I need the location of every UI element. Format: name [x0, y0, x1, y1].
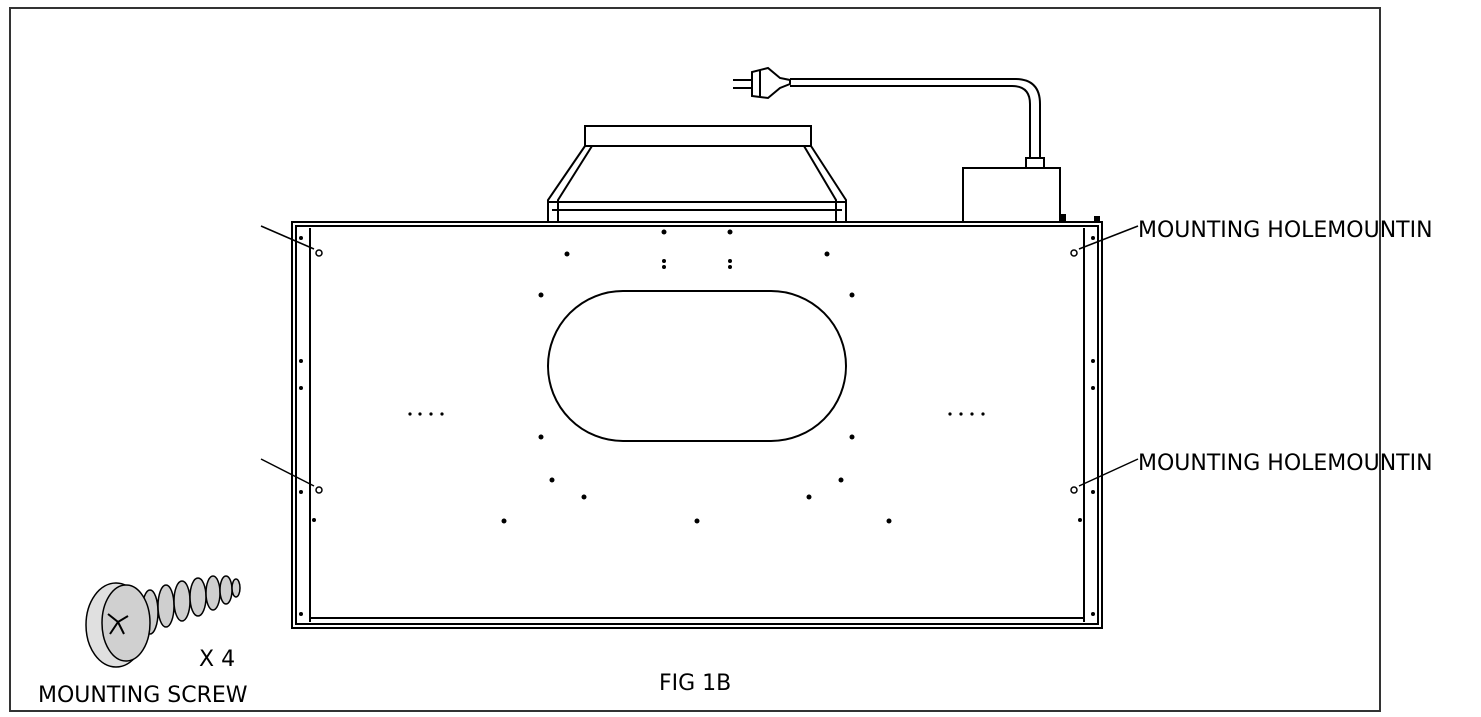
panel-rivets: [299, 229, 1095, 616]
mounting-holes: [315, 249, 1078, 494]
junction-box-tab: [1060, 214, 1066, 222]
exhaust-collar: [547, 125, 847, 222]
leader-line-bottom-left: [260, 458, 315, 487]
figure-caption: FIG 1B: [659, 671, 731, 696]
mounting-hole-bottom-left: [315, 486, 323, 494]
leader-line-top-right: [1078, 225, 1139, 250]
leader-line-bottom-right: [1078, 458, 1139, 487]
junction-box-tab: [1094, 216, 1100, 224]
mounting-screw-illustration: [85, 575, 241, 668]
figure-frame: [9, 7, 1381, 712]
junction-box: [962, 167, 1061, 224]
mounting-hole-bottom-right: [1070, 486, 1078, 494]
mounting-hole-label-bottom: MOUNTING HOLEMOUNTIN: [1138, 451, 1433, 476]
mounting-screw-label: MOUNTING SCREW: [38, 683, 248, 708]
screw-quantity-label: X 4: [199, 647, 235, 672]
leader-line-top-left: [260, 225, 315, 250]
mounting-hole-top-right: [1070, 249, 1078, 257]
oval-opening: [547, 290, 847, 442]
mounting-hole-label-top: MOUNTING HOLEMOUNTIN: [1138, 218, 1433, 243]
mounting-hole-top-left: [315, 249, 323, 257]
leader-lines: [260, 225, 1139, 487]
power-cord-with-plug: [733, 66, 1045, 169]
